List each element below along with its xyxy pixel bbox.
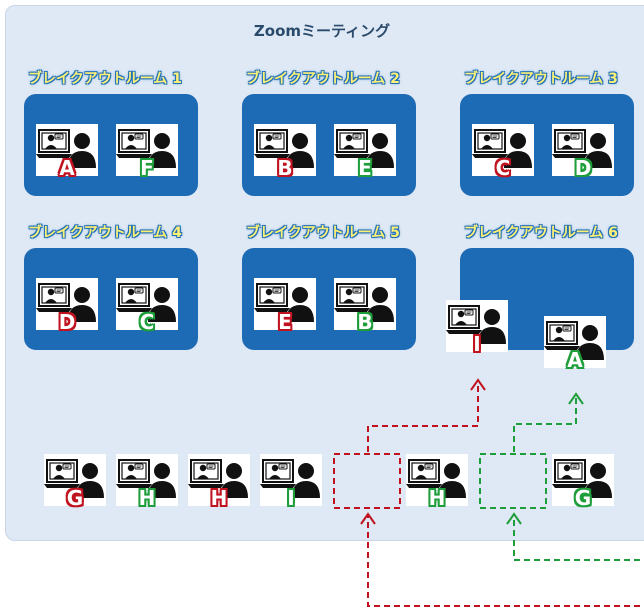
person-laptop-icon bbox=[334, 278, 396, 330]
person-laptop-icon bbox=[188, 454, 250, 506]
room-3-label: ブレイクアウトルーム 3 bbox=[464, 71, 618, 87]
person-laptop-icon bbox=[260, 454, 322, 506]
room-2-label: ブレイクアウトルーム 2 bbox=[246, 71, 400, 87]
waiting-participant: G bbox=[552, 454, 614, 512]
waiting-participant: H bbox=[188, 454, 250, 512]
participant-room1-f: F bbox=[116, 124, 178, 182]
person-laptop-icon bbox=[406, 454, 468, 506]
room-5-label: ブレイクアウトルーム 5 bbox=[246, 225, 400, 241]
participant-room5-b: B bbox=[334, 278, 396, 336]
person-laptop-icon bbox=[254, 278, 316, 330]
room-4-label: ブレイクアウトルーム 4 bbox=[28, 225, 182, 241]
person-laptop-icon bbox=[334, 124, 396, 176]
participant-room4-c: C bbox=[116, 278, 178, 336]
meeting-title: Zoomミーティング bbox=[253, 22, 391, 40]
participant-room6-a: A bbox=[544, 316, 606, 374]
person-laptop-icon bbox=[116, 278, 178, 330]
person-laptop-icon bbox=[552, 124, 614, 176]
person-laptop-icon bbox=[44, 454, 106, 506]
waiting-participant: I bbox=[260, 454, 322, 512]
waiting-participant: H bbox=[116, 454, 178, 512]
room-1-label: ブレイクアウトルーム 1 bbox=[28, 71, 182, 87]
person-laptop-icon bbox=[36, 278, 98, 330]
person-laptop-icon bbox=[36, 124, 98, 176]
participant-room3-d: D bbox=[552, 124, 614, 182]
participant-room2-b: B bbox=[254, 124, 316, 182]
participant-room2-e: E bbox=[334, 124, 396, 182]
person-laptop-icon bbox=[472, 124, 534, 176]
person-laptop-icon bbox=[116, 454, 178, 506]
person-laptop-icon bbox=[552, 454, 614, 506]
participant-room4-d: D bbox=[36, 278, 98, 336]
person-laptop-icon bbox=[254, 124, 316, 176]
participant-room1-a: A bbox=[36, 124, 98, 182]
waiting-participant: H bbox=[406, 454, 468, 512]
room-6-label: ブレイクアウトルーム 6 bbox=[464, 225, 618, 241]
participant-room5-e: E bbox=[254, 278, 316, 336]
person-laptop-icon bbox=[544, 316, 606, 368]
participant-room3-c: C bbox=[472, 124, 534, 182]
person-laptop-icon bbox=[116, 124, 178, 176]
person-laptop-icon bbox=[446, 300, 508, 352]
participant-room6-i: I bbox=[446, 300, 508, 358]
waiting-participant: G bbox=[44, 454, 106, 512]
